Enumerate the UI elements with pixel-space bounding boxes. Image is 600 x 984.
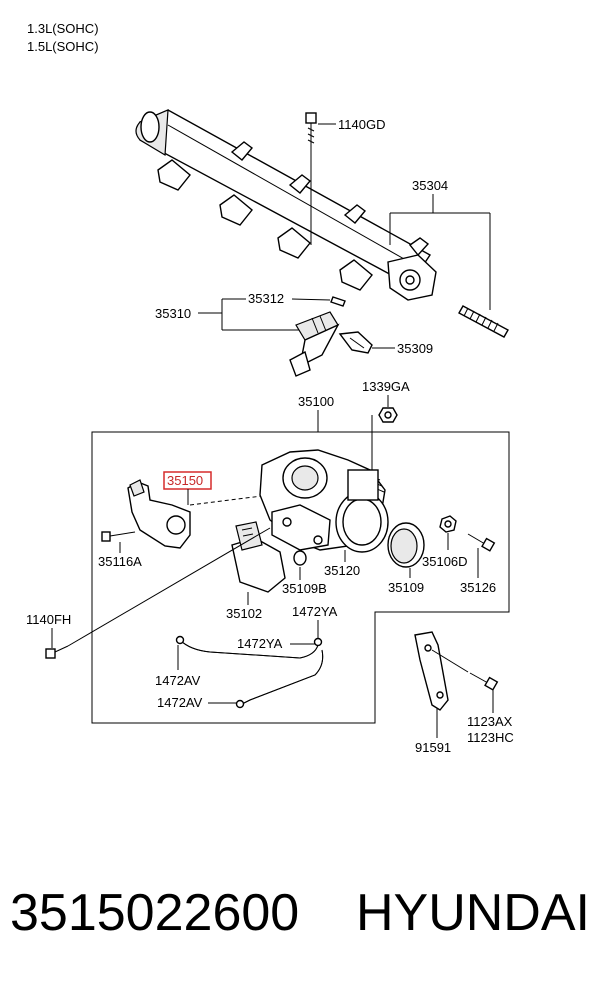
- label-1472av-b[interactable]: 1472AV: [157, 695, 203, 710]
- bracket-91591[interactable]: [414, 631, 449, 711]
- label-35100[interactable]: 35100: [298, 394, 334, 409]
- label-1140gd[interactable]: 1140GD: [338, 117, 385, 132]
- throttle-body-assembly-frame: [91, 431, 510, 724]
- bolt-1140gd[interactable]: [305, 112, 317, 245]
- nut-35106d[interactable]: [439, 515, 457, 533]
- bolt-35126[interactable]: [467, 533, 496, 552]
- label-91591[interactable]: 91591: [415, 740, 451, 755]
- idle-speed-actuator-35102[interactable]: [231, 521, 286, 593]
- bolt-1123ax[interactable]: [469, 672, 499, 691]
- gasket-35109b[interactable]: [293, 550, 307, 566]
- vacuum-hose-lower[interactable]: [235, 649, 324, 709]
- label-1472ya-a[interactable]: 1472YA: [292, 604, 338, 619]
- label-1339ga[interactable]: 1339GA: [362, 379, 410, 394]
- label-35106d[interactable]: 35106D: [422, 554, 468, 569]
- brand-name: HYUNDAI: [355, 884, 590, 942]
- guide-line-sensor: [189, 494, 271, 506]
- throttle-position-sensor-35150[interactable]: [127, 479, 191, 549]
- label-1140fh[interactable]: 1140FH: [26, 612, 71, 627]
- label-1123hc[interactable]: 1123HC: [467, 730, 514, 745]
- label-35304[interactable]: 35304: [412, 178, 448, 193]
- engine-line-2: 1.5L(SOHC): [27, 39, 99, 54]
- vacuum-hose-upper[interactable]: [175, 635, 323, 659]
- label-35126[interactable]: 35126: [460, 580, 496, 595]
- bolt-1140fh[interactable]: [45, 645, 69, 659]
- footer-bar: 3515022600 HYUNDAI: [10, 868, 590, 958]
- label-35116a[interactable]: 35116A: [98, 554, 142, 569]
- leader-35312: [291, 298, 331, 301]
- engine-line-1: 1.3L(SOHC): [27, 21, 99, 36]
- label-35102[interactable]: 35102: [226, 606, 262, 621]
- label-35310[interactable]: 35310: [155, 306, 191, 321]
- leader-35310: [198, 298, 300, 331]
- label-35109[interactable]: 35109: [388, 580, 424, 595]
- clip-35309[interactable]: [338, 331, 373, 354]
- fuel-rail[interactable]: [135, 109, 437, 301]
- leader-1140fh-long: [67, 527, 271, 647]
- label-35120[interactable]: 35120: [324, 563, 360, 578]
- label-35150[interactable]: 35150: [167, 473, 203, 488]
- screw-35116a[interactable]: [101, 531, 136, 542]
- label-35312[interactable]: 35312: [248, 291, 284, 306]
- stud-bolt[interactable]: [458, 305, 509, 338]
- label-1472av-a[interactable]: 1472AV: [155, 673, 201, 688]
- gasket-35109[interactable]: [387, 522, 425, 568]
- leader-1123-bracket: [431, 649, 469, 673]
- part-number: 3515022600: [10, 884, 300, 942]
- nut-1339ga[interactable]: [378, 407, 398, 423]
- fuel-injector-35310[interactable]: [289, 311, 340, 377]
- label-1472ya-b[interactable]: 1472YA: [237, 636, 283, 651]
- throttle-body-35120[interactable]: [259, 449, 389, 553]
- label-1123ax[interactable]: 1123AX: [467, 714, 513, 729]
- o-ring-35312[interactable]: [330, 296, 346, 307]
- label-35109b[interactable]: 35109B: [282, 581, 327, 596]
- leader-35304: [389, 194, 491, 310]
- label-35309[interactable]: 35309: [397, 341, 433, 356]
